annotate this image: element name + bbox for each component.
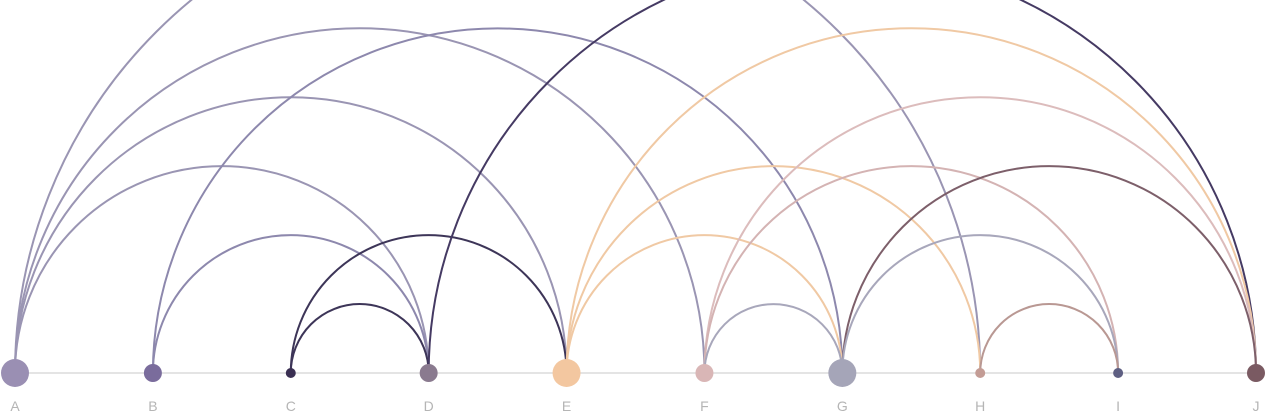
node-label-F: F xyxy=(700,398,709,414)
arc-E-G xyxy=(565,234,844,374)
node-label-E: E xyxy=(562,398,571,414)
node-B xyxy=(143,364,162,382)
arc-G-I xyxy=(841,234,1120,374)
node-F xyxy=(695,364,714,382)
node-layer xyxy=(1,359,1265,387)
node-J xyxy=(1247,364,1265,382)
arc-F-G xyxy=(703,303,844,374)
node-H xyxy=(975,368,986,378)
node-label-A: A xyxy=(10,398,20,414)
arc-H-I xyxy=(979,303,1120,374)
node-D xyxy=(419,364,438,382)
node-label-B: B xyxy=(148,398,157,414)
arc-D-J xyxy=(427,0,1257,374)
arc-E-J xyxy=(565,27,1257,374)
node-label-J: J xyxy=(1253,398,1260,414)
node-label-D: D xyxy=(424,398,434,414)
node-label-G: G xyxy=(837,398,848,414)
arc-F-I xyxy=(703,165,1120,374)
node-I xyxy=(1113,368,1124,378)
node-G xyxy=(828,359,857,387)
node-label-H: H xyxy=(975,398,985,414)
arc-A-H xyxy=(14,0,982,374)
arc-F-J xyxy=(703,96,1257,374)
arc-layer xyxy=(14,0,1257,374)
node-C xyxy=(285,368,296,378)
label-layer: A B C D E F G H I J xyxy=(10,398,1259,414)
arc-B-G xyxy=(151,27,844,374)
node-E xyxy=(552,359,581,387)
node-label-I: I xyxy=(1116,398,1120,414)
node-label-C: C xyxy=(286,398,296,414)
arc-E-H xyxy=(565,165,982,374)
arc-B-D xyxy=(151,234,430,374)
node-A xyxy=(1,359,29,387)
arc-C-E xyxy=(289,234,568,374)
arc-A-F xyxy=(14,27,706,374)
arc-G-J xyxy=(841,165,1257,374)
arc-C-D xyxy=(289,303,430,374)
